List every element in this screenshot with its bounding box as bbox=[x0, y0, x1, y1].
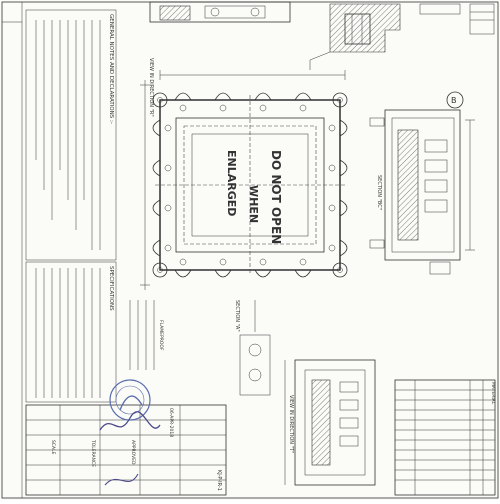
cable-entry-detail: SECTION "A" bbox=[234, 300, 271, 396]
specifications-title: SPECIFICATIONS bbox=[108, 266, 114, 311]
parts-list-table: MATERIAL bbox=[394, 379, 496, 496]
approved-label: APPROVED bbox=[130, 440, 136, 465]
section-bc-view: SECTION "BC" bbox=[369, 109, 461, 261]
general-notes-block: GENERAL NOTES AND DECLARATIONS :- bbox=[25, 9, 117, 261]
company-seal-stamp bbox=[109, 379, 151, 421]
view-r-section: VIEW IN DIRECTION "R" bbox=[148, 1, 291, 117]
right-dimension-rail bbox=[429, 119, 475, 275]
section-bc-label: SECTION "BC" bbox=[376, 175, 382, 210]
section-a-label: SECTION "A" bbox=[234, 300, 240, 332]
specifications-block: SPECIFICATIONS bbox=[25, 261, 117, 403]
detail-b-label: B bbox=[451, 96, 457, 105]
view-r-label: VIEW IN DIRECTION "R" bbox=[148, 58, 154, 117]
material-label: MATERIAL bbox=[490, 382, 496, 405]
notes-title: GENERAL NOTES AND DECLARATIONS :- bbox=[108, 14, 114, 124]
view-t-section: VIEW IN DIRECTION "T" bbox=[284, 359, 376, 486]
main-plan-view: DO NOT OPEN ENLARGED WHEN bbox=[140, 70, 348, 290]
view-t-label: VIEW IN DIRECTION "T" bbox=[288, 395, 294, 453]
drawing-date: 06-APR-2018 bbox=[168, 408, 174, 437]
company-label: FLAMEPROOF bbox=[158, 320, 164, 351]
section-a-detail bbox=[309, 3, 495, 70]
drawing-number: KJ-P-IR-1 bbox=[216, 470, 222, 491]
stamp-do-not-open: DO NOT OPEN bbox=[269, 150, 283, 244]
stamp-when: WHEN bbox=[247, 185, 260, 223]
stamp-enlarged: ENLARGED bbox=[225, 150, 238, 216]
signature bbox=[99, 411, 161, 486]
detail-b-marker: B bbox=[446, 91, 464, 109]
scale-label: SCALE bbox=[50, 440, 56, 455]
approval-notes: FLAMEPROOF bbox=[129, 300, 164, 370]
tolerance-label: TOLERANCE bbox=[90, 439, 96, 467]
